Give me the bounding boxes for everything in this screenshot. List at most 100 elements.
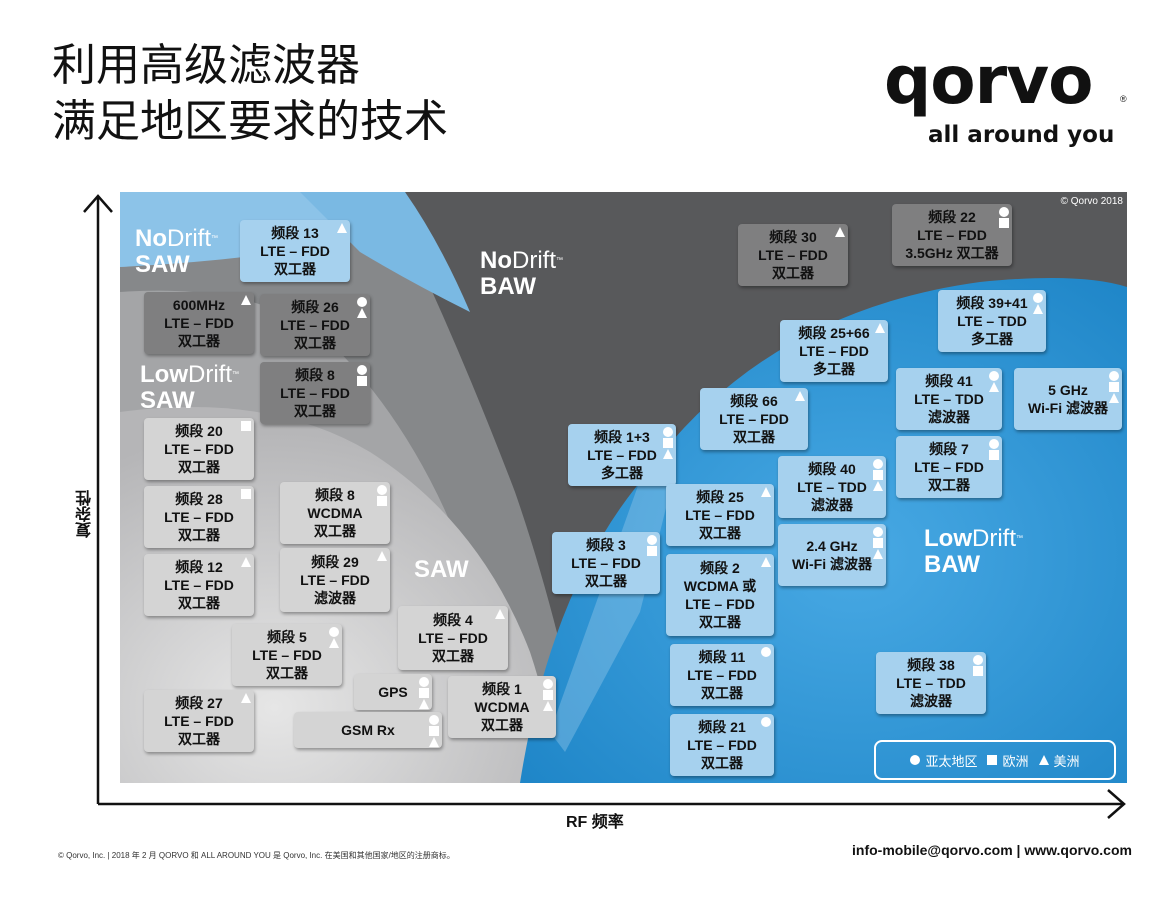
- filter-box-line: 双工器: [585, 573, 627, 589]
- region-marks: [873, 527, 883, 559]
- triangle-icon: [495, 609, 505, 619]
- triangle-icon: [873, 481, 883, 491]
- region-marks: [419, 677, 429, 709]
- circle-icon: [761, 647, 771, 657]
- triangle-icon: [1033, 304, 1043, 314]
- region-marks: [429, 715, 439, 747]
- filter-box-line: 频段 5: [267, 629, 307, 645]
- triangle-icon: [377, 551, 387, 561]
- legend-asia-label: 亚太地区: [925, 753, 978, 769]
- square-icon: [663, 438, 673, 448]
- filter-box-line: 双工器: [274, 261, 316, 277]
- filter-box-line: 频段 1: [482, 681, 522, 697]
- triangle-icon: [329, 638, 339, 648]
- region-marks: [357, 297, 367, 318]
- square-icon: [357, 376, 367, 386]
- filter-box-line: 频段 8: [295, 367, 335, 383]
- filter-box-line: LTE – TDD: [914, 391, 984, 407]
- lowdrift-baw-label: LowDrift™ BAW: [924, 526, 1023, 578]
- circle-icon: [761, 717, 771, 727]
- lowdrift-baw-tm: ™: [1016, 535, 1023, 542]
- filter-box-b25: 频段 25 LTE – FDD 双工器: [666, 484, 774, 546]
- filter-box-line: LTE – FDD: [587, 447, 657, 463]
- circle-icon: [1033, 293, 1043, 303]
- filter-box-line: 滤波器: [928, 409, 970, 425]
- filter-box-line: 双工器: [178, 731, 220, 747]
- filter-box-line: 频段 13: [271, 225, 319, 241]
- filter-box-line: LTE – TDD: [957, 313, 1027, 329]
- legend-asia: 亚太地区: [910, 751, 977, 770]
- square-icon: [989, 450, 999, 460]
- lowdrift-saw-tm: ™: [232, 371, 239, 378]
- title-line-1: 利用高级滤波器: [52, 40, 360, 91]
- filter-box-line: LTE – FDD: [685, 596, 755, 612]
- triangle-icon: [543, 701, 553, 711]
- filter-box-line: 频段 7: [929, 441, 969, 457]
- filter-box-line: 频段 25: [696, 489, 744, 505]
- region-marks: [337, 223, 347, 233]
- filter-box-line: 双工器: [481, 717, 523, 733]
- filter-box-line: 双工器: [699, 525, 741, 541]
- circle-icon: [377, 485, 387, 495]
- footer-trademark: © Qorvo, Inc. | 2018 年 2 月 QORVO 和 ALL A…: [58, 851, 455, 860]
- filter-box-line: LTE – FDD: [252, 647, 322, 663]
- legend-europe-label: 欧洲: [1002, 753, 1029, 769]
- filter-box-line: 频段 25+66: [798, 325, 870, 341]
- square-icon: [419, 688, 429, 698]
- filter-box-line: LTE – FDD: [917, 227, 987, 243]
- logo-registered-mark: ®: [1120, 94, 1127, 104]
- region-marks: [835, 227, 845, 237]
- filter-box-line: LTE – FDD: [914, 459, 984, 475]
- filter-box-line: 频段 4: [433, 612, 473, 628]
- x-axis-label: RF 频率: [566, 814, 624, 831]
- nodrift-saw-type: SAW: [135, 251, 190, 278]
- filter-box-line: LTE – FDD: [280, 385, 350, 401]
- region-marks: [761, 647, 771, 657]
- filter-box-line: LTE – FDD: [758, 247, 828, 263]
- triangle-icon: [337, 223, 347, 233]
- region-marks: [1109, 371, 1119, 403]
- footer-contact: info-mobile@qorvo.com | www.qorvo.com: [852, 842, 1132, 858]
- filter-box-line: 滤波器: [811, 497, 853, 513]
- lowdrift-baw-low: Low: [924, 525, 972, 552]
- filter-box-b30: 频段 30 LTE – FDD 双工器: [738, 224, 848, 286]
- technology-map: © Qorvo 2018 NoDrift™ SAW LowDrift™ SAW …: [120, 192, 1127, 783]
- nodrift-saw-label: NoDrift™ SAW: [135, 226, 218, 278]
- filter-box-line: 双工器: [772, 265, 814, 281]
- square-icon: [873, 538, 883, 548]
- circle-icon: [543, 679, 553, 689]
- legend-america-label: 美洲: [1053, 753, 1080, 769]
- title-line-2: 满足地区要求的技术: [52, 96, 448, 147]
- filter-box-line: 多工器: [813, 361, 855, 377]
- triangle-icon: [989, 382, 999, 392]
- filter-box-line: 频段 2: [700, 560, 740, 576]
- circle-icon: [357, 365, 367, 375]
- filter-box-line: LTE – FDD: [260, 243, 330, 259]
- region-marks: [663, 427, 673, 459]
- region-marks: [241, 557, 251, 567]
- region-marks: [873, 459, 883, 491]
- triangle-icon: [357, 308, 367, 318]
- filter-box-line: 600MHz: [172, 297, 226, 313]
- filter-box-line: 频段 39+41: [956, 295, 1028, 311]
- filter-box-line: LTE – FDD: [685, 507, 755, 523]
- filter-box-line: 频段 22: [928, 209, 976, 225]
- square-icon: [241, 489, 251, 499]
- region-legend: 亚太地区 欧洲 美洲: [874, 740, 1116, 780]
- filter-box-line: 2.4 GHz: [806, 538, 858, 554]
- filter-box-line: 频段 26: [291, 299, 339, 315]
- filter-box-line: 频段 30: [769, 229, 817, 245]
- filter-box-gps: GPS: [354, 674, 432, 710]
- circle-icon: [973, 655, 983, 665]
- nodrift-baw-label: NoDrift™ BAW: [480, 248, 563, 300]
